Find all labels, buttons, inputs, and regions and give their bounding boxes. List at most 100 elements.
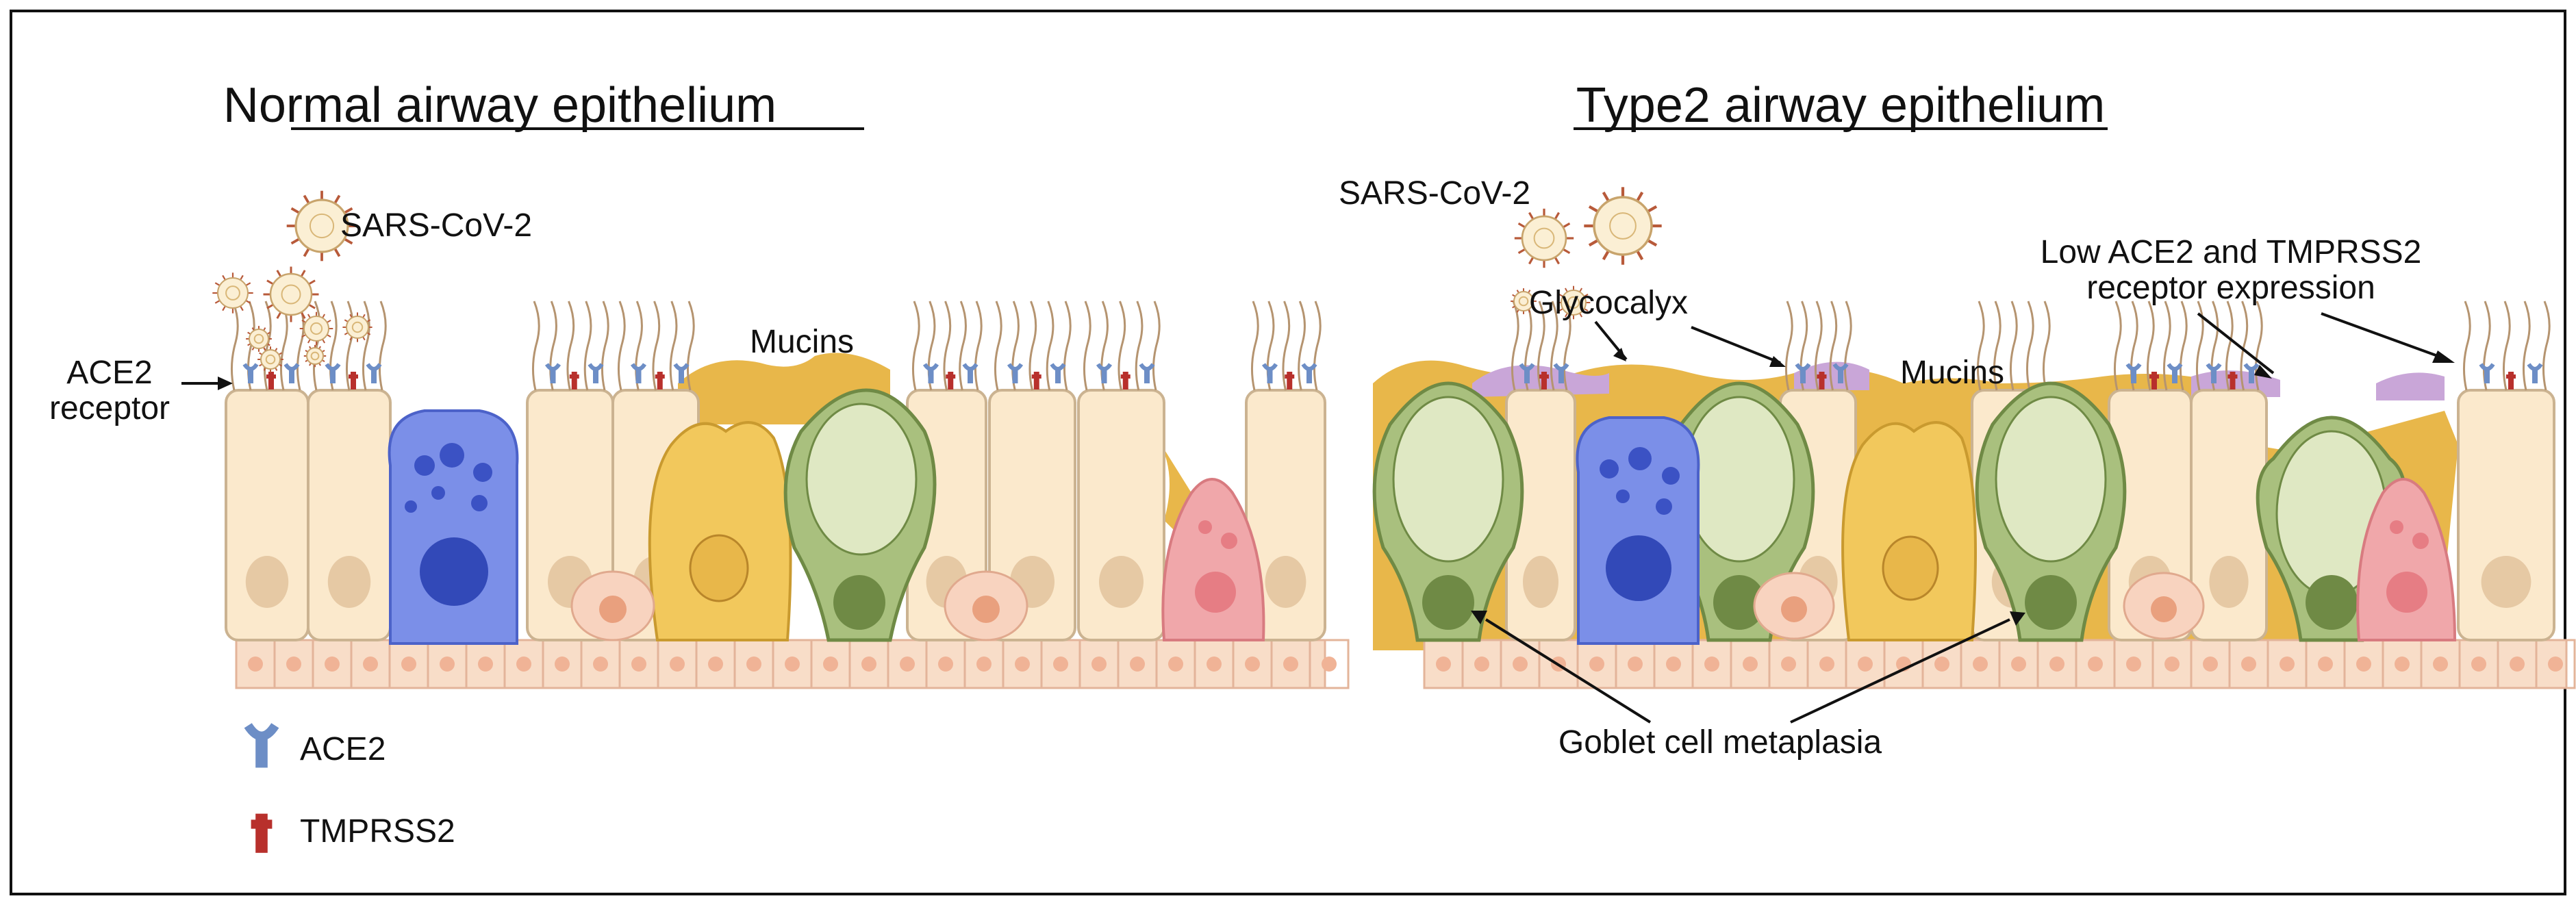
basal-tile-nucleus [2049, 657, 2064, 672]
virus-body [306, 347, 324, 365]
virus-body [249, 329, 269, 349]
basal-tile-nucleus [401, 657, 416, 672]
goblet-arrow-2 [1790, 618, 2010, 724]
virus-core [1533, 227, 1555, 249]
basal-tile-nucleus [670, 657, 685, 672]
basal-tile [1309, 639, 1350, 689]
basal-tile-nucleus [631, 657, 646, 672]
cilium [1313, 301, 1322, 391]
ace2-receptor [286, 364, 298, 383]
cilium [531, 301, 540, 391]
club-cell [1841, 421, 1977, 641]
basal-tile-nucleus [363, 657, 378, 672]
cilium [617, 301, 626, 391]
basal-tile-nucleus [1283, 657, 1298, 672]
ciliated-cell-nucleus [1523, 556, 1558, 608]
basal-tile-nucleus [2011, 657, 2026, 672]
basal-tile-nucleus [1973, 657, 1988, 672]
basal-tile-nucleus [1322, 657, 1337, 672]
virus-spike [222, 305, 226, 311]
ace2-receptor-label-line1: ACE2 [66, 355, 152, 391]
virus-spike [290, 238, 301, 245]
basal-tile-nucleus [478, 657, 493, 672]
basal-tile-nucleus [1628, 657, 1643, 672]
cilium [1117, 301, 1126, 391]
ciliated-cell-nucleus [2481, 556, 2531, 608]
virus-spike [300, 270, 306, 277]
virus-spike [245, 282, 251, 286]
cilium [2009, 301, 2018, 391]
virus-spike [276, 270, 282, 277]
ace2-receptor-label-line2: receptor [49, 390, 170, 426]
basal-tile-nucleus [2356, 657, 2371, 672]
blue-cell [388, 409, 519, 645]
glycocalyx-label: Glycocalyx [1529, 285, 1688, 321]
basal-tile-nucleus [1015, 657, 1030, 672]
ace2-receptor [633, 364, 645, 383]
basal-tile [2535, 639, 2576, 689]
tmprss2-receptor [266, 372, 276, 390]
virus-body [294, 199, 349, 253]
basal-tile-nucleus [708, 657, 723, 672]
goblet-nucleus [1713, 575, 1765, 630]
virus-spike [322, 314, 326, 318]
cilium [943, 301, 952, 391]
virus-spike [300, 311, 306, 319]
basal-tile-nucleus [1245, 657, 1260, 672]
pink-cell [2356, 478, 2457, 641]
virus-spike [1558, 308, 1563, 312]
cilium [974, 301, 983, 391]
basal-tile-nucleus [2241, 657, 2256, 672]
virus-spike [1588, 239, 1599, 247]
virus-spike [214, 300, 220, 304]
basal-tile-nucleus [746, 657, 761, 672]
virus-spike [308, 303, 316, 309]
tmprss2-receptor [349, 372, 358, 390]
cilium [1250, 301, 1259, 391]
tmprss2-receptor [1285, 372, 1295, 390]
virus-spike [333, 247, 341, 257]
ace2-receptor [1052, 364, 1064, 383]
virus-body [1521, 215, 1567, 262]
virus-core [1609, 212, 1637, 240]
virus-core [351, 321, 364, 333]
virus-spike [222, 275, 226, 281]
tmprss2-receptor [946, 372, 956, 390]
cilium [994, 301, 1002, 391]
virus-body [303, 316, 329, 342]
virus-body [269, 272, 313, 316]
basal-tile-nucleus [1436, 657, 1451, 672]
cilium [378, 301, 387, 391]
virus-body [217, 277, 249, 309]
tmprss2-receptor [569, 372, 579, 390]
goblet-arrow-1 [1485, 618, 1652, 724]
basal-tile-nucleus [976, 657, 992, 672]
low-expression-label-line1: Low ACE2 and TMPRSS2 [2041, 234, 2422, 270]
virus-spike [1564, 313, 1568, 318]
basement-membrane [1423, 639, 2568, 689]
basal-tile-nucleus [1053, 657, 1068, 672]
virus-spike [327, 334, 331, 338]
basal-tile-nucleus [440, 657, 455, 672]
virus-spike [1517, 222, 1526, 229]
virus-body [1513, 291, 1534, 311]
virus-spike [1636, 250, 1644, 261]
cilium [1028, 301, 1037, 391]
virus-spike [1517, 248, 1526, 254]
cilium [1063, 301, 1072, 391]
cilium [1046, 301, 1055, 391]
virus-core [265, 354, 276, 365]
virus-spike [1602, 191, 1610, 202]
tmprss2-receptor [1120, 372, 1131, 390]
basal-tile-nucleus [1513, 657, 1528, 672]
type2-panel-title: Type2 airway epithelium [1576, 78, 2105, 133]
type2-epithelium: SARS-CoV-2 Glycocalyx Mucins Low ACE2 an… [1339, 175, 2576, 761]
basal-tile-nucleus [1474, 657, 1489, 672]
virus-spike [1636, 191, 1644, 202]
basal-tile-nucleus [1858, 657, 1873, 672]
cilium [1298, 301, 1306, 391]
cilium [2522, 301, 2531, 391]
legend-tmprss2-label: TMPRSS2 [300, 813, 455, 850]
virus-spike [214, 282, 220, 286]
